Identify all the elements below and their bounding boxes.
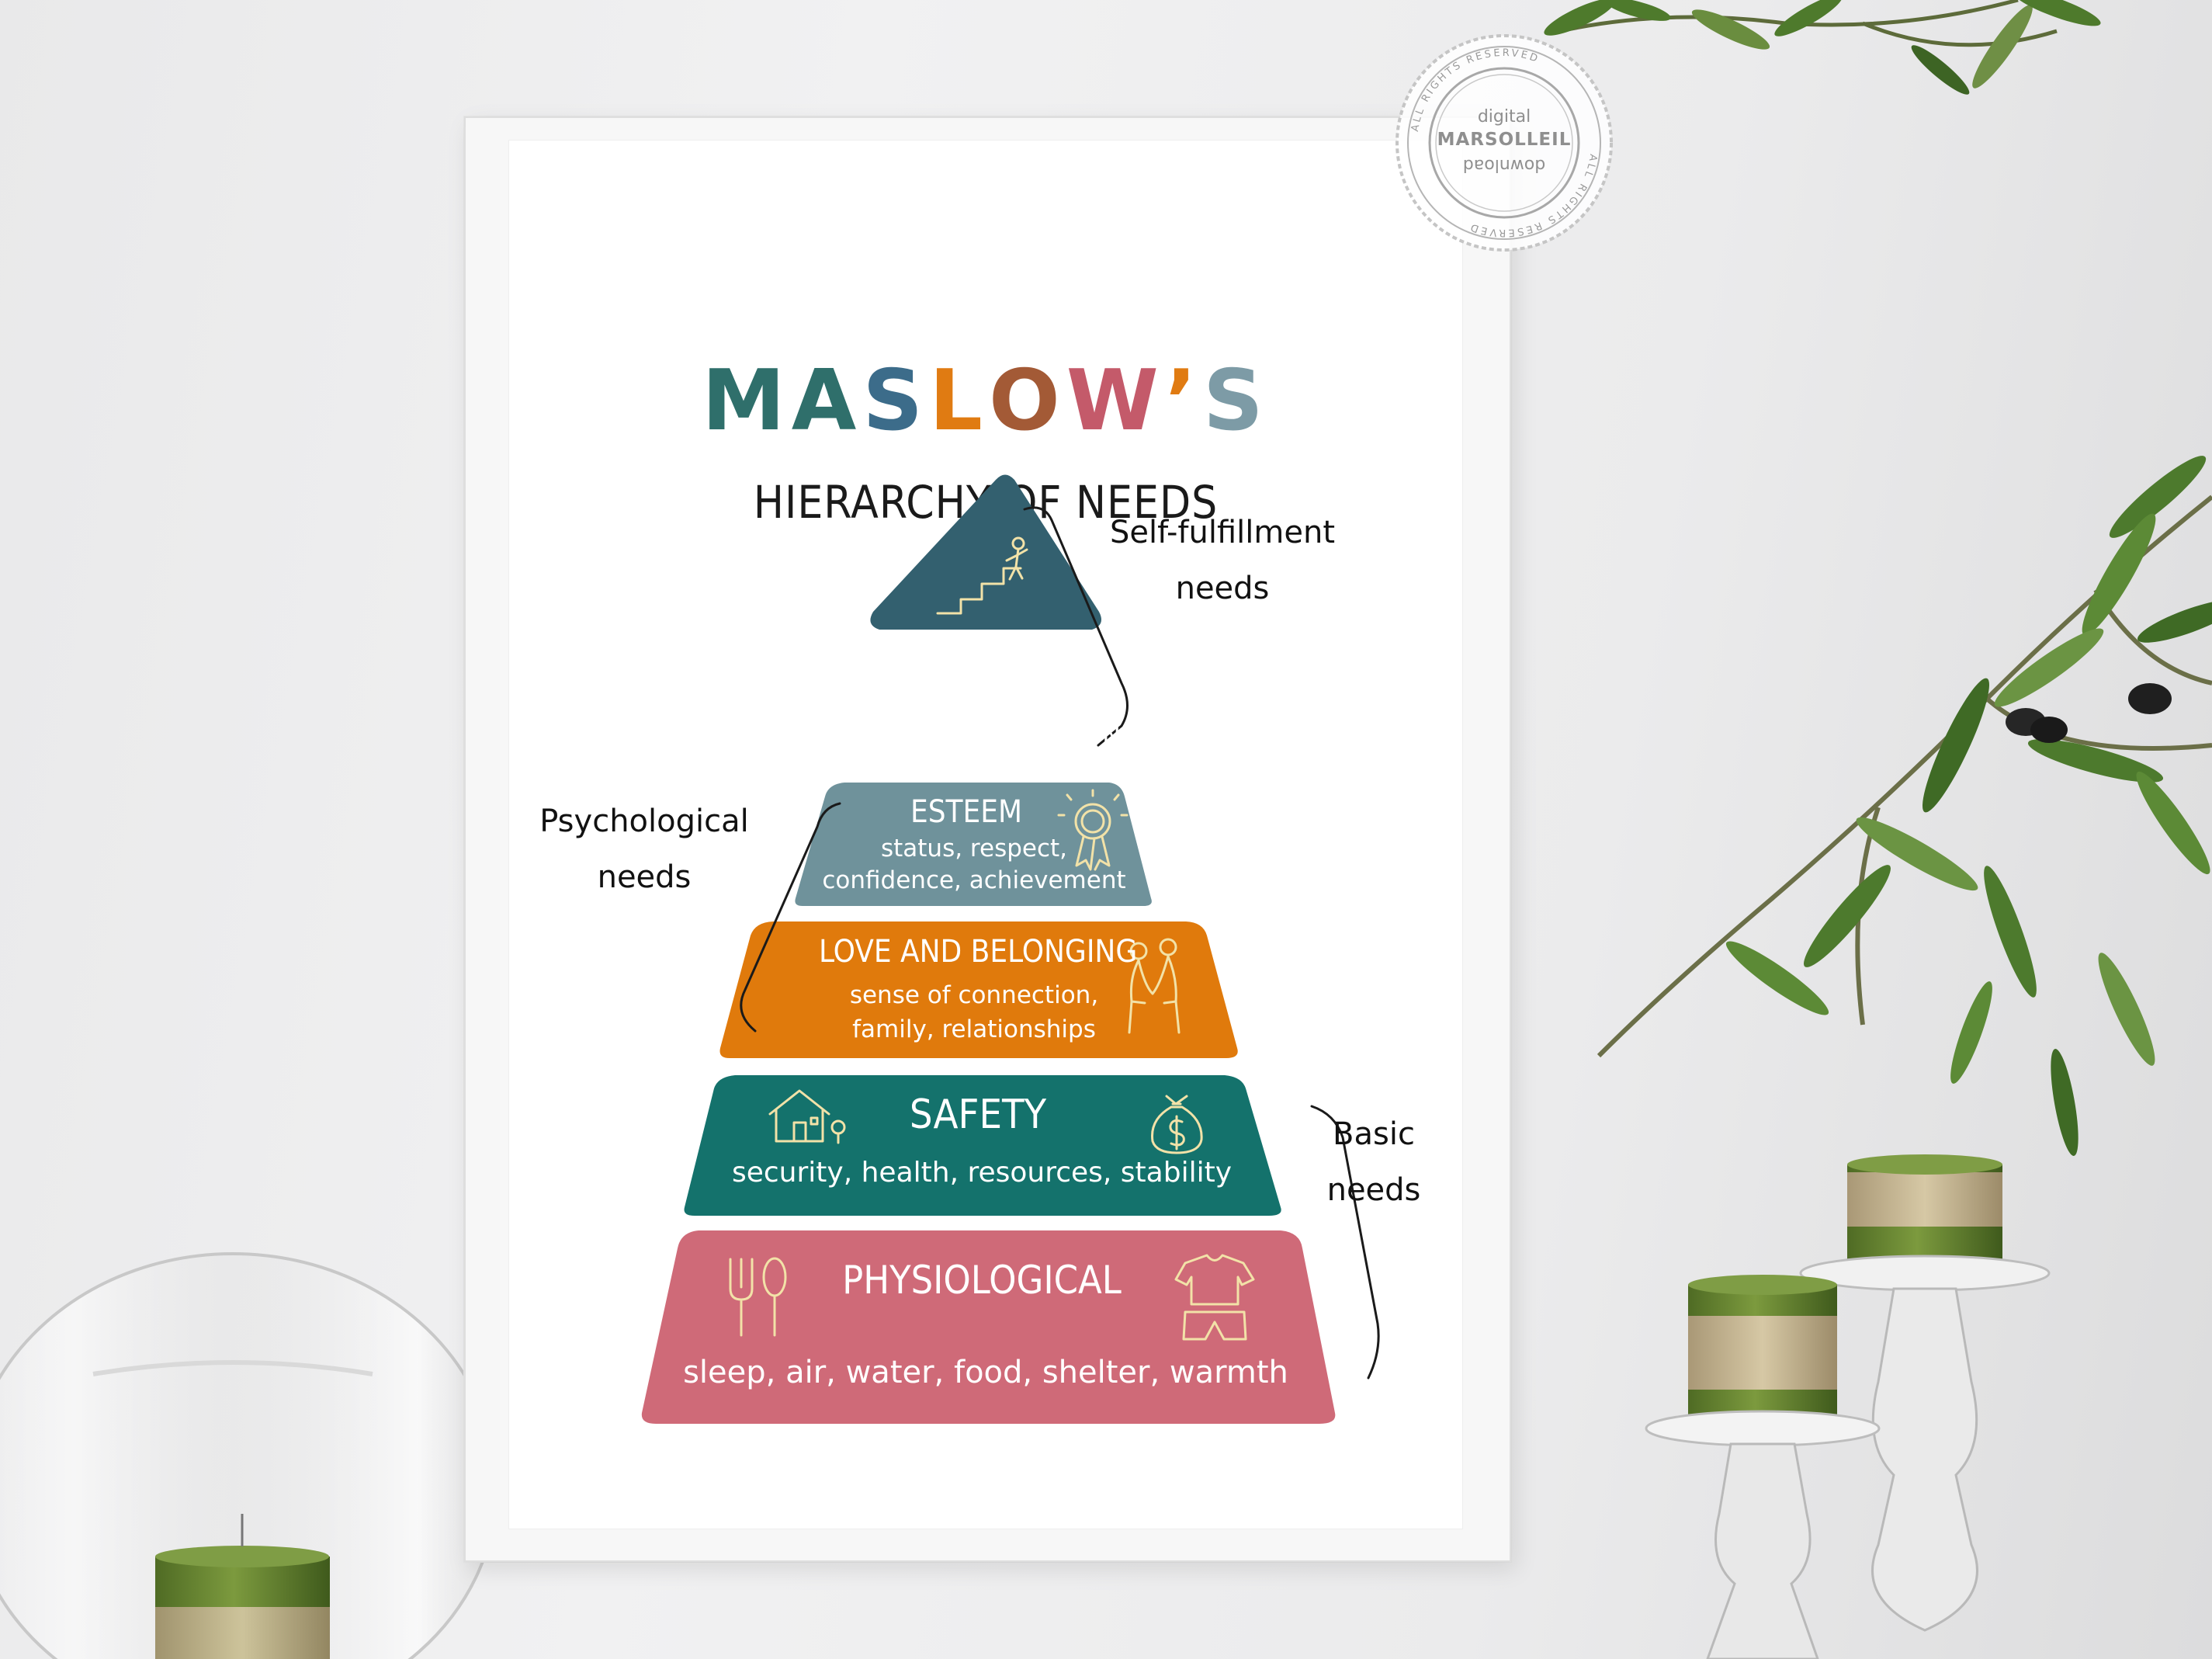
tier-self-actualization-shape [870, 474, 1101, 630]
basic-label: Basic needs [1296, 1106, 1451, 1218]
title-letter: M [702, 352, 792, 449]
candle-holders [1645, 1154, 2051, 1659]
psychological-line-1: Psychological [539, 803, 749, 839]
psychological-bracket [740, 802, 841, 1033]
title-letter: L [929, 352, 989, 449]
psychological-line-2: needs [597, 859, 692, 895]
tier-safety-shape [684, 1075, 1281, 1216]
glass-jar [0, 1252, 498, 1659]
stamp-seal-graphic: ALL RIGHTS RESERVED ALL RIGHTS RESERVED [1396, 34, 1613, 252]
house-icon [768, 1089, 846, 1144]
basic-line-2: needs [1326, 1172, 1421, 1208]
tier-self-actualization-name: SELF- ACTUALIZATION [851, 720, 1121, 751]
tier-love-desc-line-2: family, relationships [852, 1015, 1096, 1043]
pyramid-graphic [641, 474, 1380, 1424]
tier-self-desc-line-1: creativity, [925, 644, 1046, 672]
stamp-brand: MARSOLLEIL [1437, 130, 1572, 150]
basic-bracket [1310, 1105, 1380, 1380]
stairs-climber-icon [936, 536, 1028, 615]
olive-leaves-right [1725, 456, 2212, 1156]
clothes-icon [1174, 1254, 1255, 1341]
olive-leaves-top [1544, 0, 2101, 95]
psychological-label: Psychological needs [524, 793, 764, 905]
maslow-poster: MASLOW’S HIERARCHY OF NEEDS [508, 140, 1463, 1529]
basic-line-1: Basic [1333, 1116, 1415, 1152]
tier-safety-desc: security, health, resources, stability [731, 1157, 1233, 1189]
title-letter: ’ [1164, 352, 1203, 449]
tier-love-desc: sense of connection, family, relationshi… [819, 978, 1129, 1046]
watermark-stamp: ALL RIGHTS RESERVED ALL RIGHTS RESERVED … [1394, 33, 1614, 253]
money-bag-icon [1151, 1095, 1203, 1154]
title-letter: W [1066, 352, 1165, 449]
stamp-top-word: digital [1477, 107, 1531, 127]
tier-love-name: LOVE AND BELONGING [819, 934, 1138, 970]
tier-self-actualization-desc: creativity, morality [850, 640, 1122, 709]
title-letter: S [862, 352, 930, 449]
self-fulfillment-line-1: Self-fulfillment [1109, 515, 1336, 550]
tier-physiological-shape [641, 1230, 1336, 1424]
tier-esteem-desc-line-2: confidence, achievement [822, 866, 1126, 894]
tier-love-shape [719, 921, 1238, 1058]
tier-esteem-desc: status, respect, confidence, achievement [819, 833, 1129, 897]
tier-esteem-desc-line-1: status, respect, [880, 835, 1068, 862]
tier-esteem-name: ESTEEM [910, 794, 1023, 830]
tier-physiological-name: PHYSIOLOGICAL [842, 1258, 1122, 1303]
tier-self-desc-line-2: morality [935, 678, 1036, 706]
title-letter: S [1202, 352, 1270, 449]
award-ribbon-icon [1057, 789, 1129, 871]
tier-love-desc-line-1: sense of connection, [849, 981, 1099, 1009]
holding-hands-icon [1128, 938, 1181, 1034]
stamp-bottom-word: download [1462, 155, 1546, 175]
self-fulfillment-line-2: needs [1175, 571, 1270, 606]
poster-title: MASLOW’S [508, 359, 1463, 443]
self-fulfillment-label: Self-fulfillment needs [1067, 505, 1378, 616]
title-letter: A [791, 352, 863, 449]
self-fulfillment-bracket [1023, 506, 1129, 747]
tier-physiological-desc: sleep, air, water, food, shelter, warmth [683, 1355, 1288, 1390]
tier-esteem-shape [795, 783, 1152, 906]
fork-spoon-icon [729, 1257, 787, 1337]
tier-safety-name: SAFETY [909, 1092, 1047, 1138]
title-letter: O [988, 352, 1066, 449]
